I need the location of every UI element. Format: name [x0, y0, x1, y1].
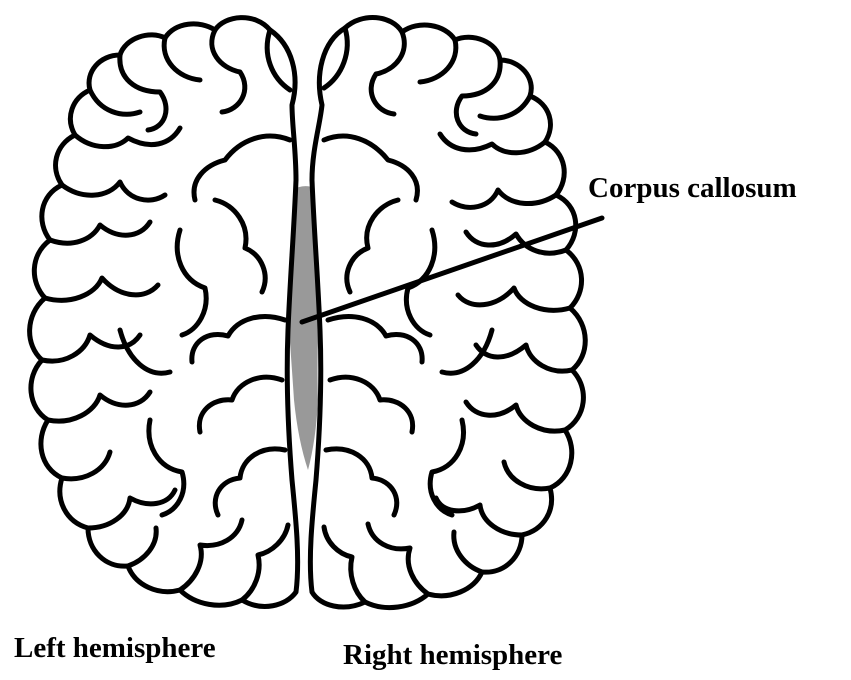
left-sulcus: [212, 446, 288, 518]
left-sulcus: [189, 314, 288, 365]
left-sulcus: [212, 197, 268, 295]
left-sulcus: [174, 227, 209, 338]
right-sulcus: [437, 131, 548, 156]
left-sulcus: [47, 219, 153, 246]
right-sulcus: [463, 229, 569, 256]
right-hemisphere-outline: [307, 14, 588, 610]
right-sulcus: [321, 524, 368, 605]
corpus-callosum-label: Corpus callosum: [588, 172, 797, 204]
right-sulcus: [451, 529, 485, 575]
right-sulcus: [473, 342, 575, 374]
left-hemisphere: [27, 15, 301, 609]
left-sulcus: [209, 27, 248, 115]
left-sulcus: [45, 389, 153, 424]
left-sulcus: [117, 327, 173, 376]
right-sulcus: [325, 314, 425, 365]
right-sulcus: [323, 446, 400, 518]
left-sulcus: [117, 52, 169, 133]
left-sulcus: [87, 87, 143, 117]
right-sulcus: [477, 93, 533, 121]
left-sulcus: [39, 332, 143, 364]
right-sulcus: [453, 57, 503, 137]
left-sulcus: [264, 27, 293, 93]
right-sulcus: [463, 399, 568, 434]
left-sulcus: [125, 525, 159, 569]
right-sulcus: [321, 25, 350, 91]
right-sulcus: [433, 495, 525, 538]
right-hemisphere-label: Right hemisphere: [343, 639, 563, 671]
left-sulcus: [72, 125, 183, 150]
left-sulcus: [196, 374, 285, 435]
right-sulcus: [439, 327, 495, 376]
left-sulcus: [42, 275, 161, 303]
right-sulcus: [344, 197, 401, 295]
right-sulcus: [368, 29, 407, 117]
right-sulcus: [327, 374, 416, 435]
left-sulcus: [191, 133, 293, 203]
left-sulcus: [59, 179, 168, 203]
right-sulcus: [321, 133, 420, 203]
left-hemisphere-label: Left hemisphere: [14, 632, 216, 664]
right-sulcus: [365, 521, 431, 597]
left-sulcus: [59, 449, 113, 482]
right-sulcus: [404, 227, 438, 338]
left-sulcus: [239, 522, 291, 603]
right-sulcus: [501, 459, 553, 492]
right-sulcus: [449, 187, 559, 210]
left-sulcus: [161, 35, 203, 83]
right-sulcus: [455, 285, 573, 313]
left-sulcus: [85, 487, 178, 531]
corpus-callosum-leader-line: [299, 215, 605, 325]
left-sulcus: [146, 417, 187, 518]
right-sulcus: [417, 37, 459, 85]
left-sulcus: [177, 517, 245, 593]
right-hemisphere: [307, 14, 588, 610]
